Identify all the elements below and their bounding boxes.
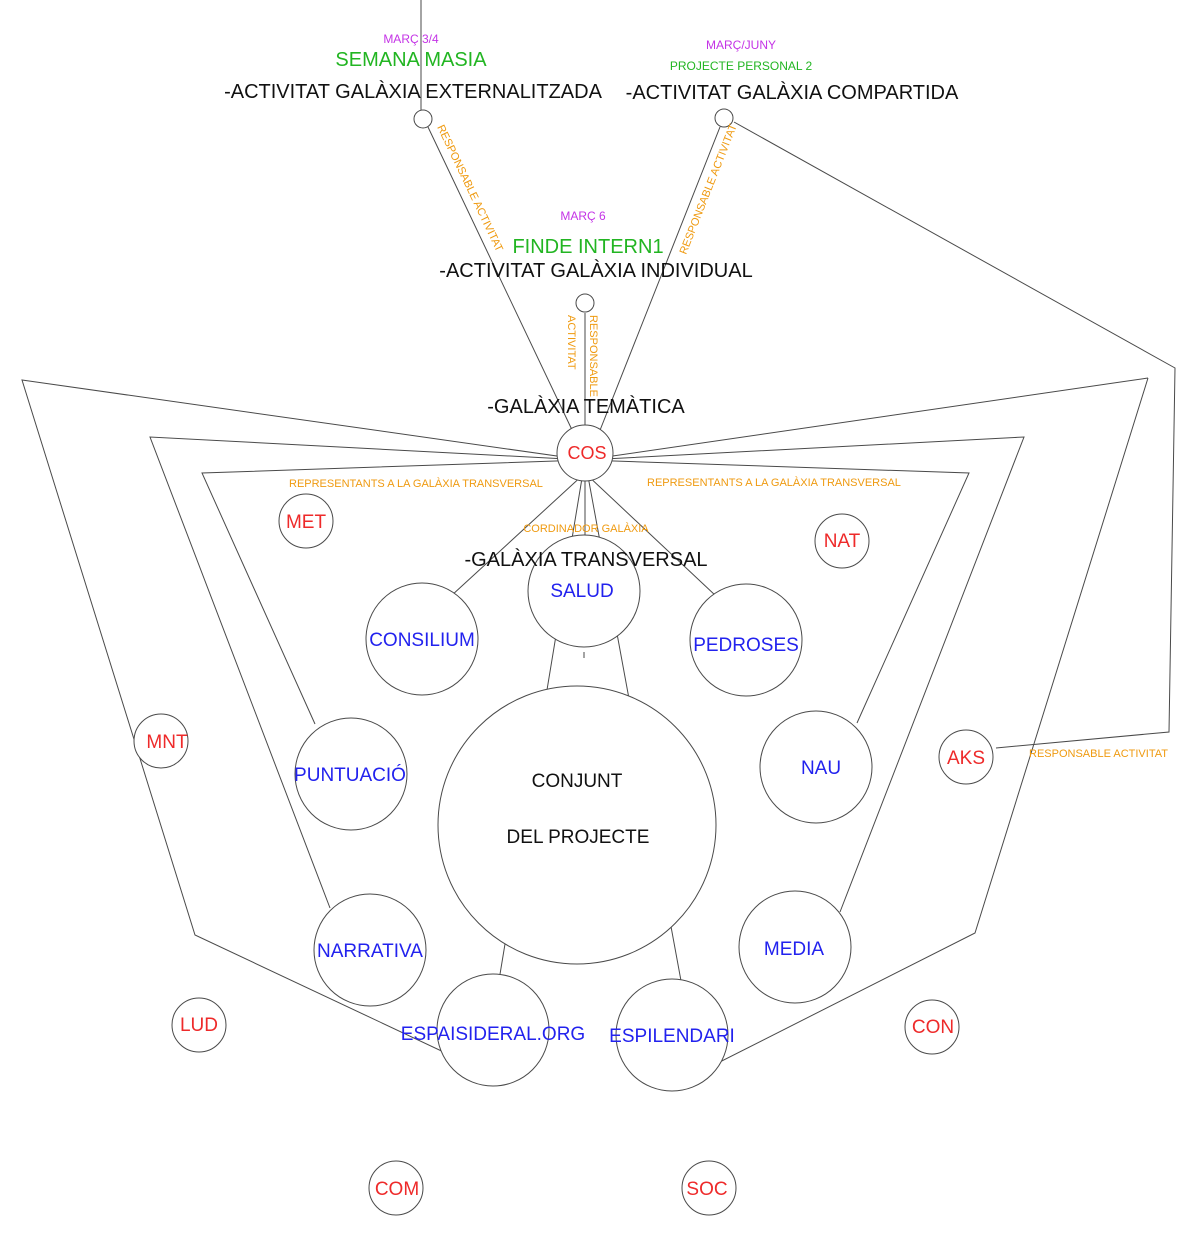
rep-left-label: REPRESENTANTS A LA GALÀXIA TRANSVERSAL	[289, 477, 543, 490]
espilendari-node	[615, 978, 729, 1092]
espaisideral-node	[436, 973, 550, 1087]
thematic-nodes: MET NAT MNT AKS LUD CON COM SOC	[133, 493, 994, 1216]
individual-node	[575, 293, 595, 313]
middle-frame-left	[149, 436, 586, 909]
individual-event: FINDE INTERN1	[512, 236, 663, 258]
individual-date: MARÇ 6	[560, 209, 606, 223]
com-label: COM	[375, 1179, 419, 1200]
compartida-date: MARÇ/JUNY	[706, 38, 776, 52]
com-node	[368, 1160, 424, 1216]
tematica-title: -GALÀXIA TEMÀTICA	[487, 395, 685, 418]
galaxia-tematica: -GALÀXIA TEMÀTICA COS REPRESENTANTS A LA…	[289, 395, 1168, 760]
pedroses-label: PEDROSES	[693, 635, 799, 656]
externalitzada-title: -ACTIVITAT GALÀXIA EXTERNALITZADA	[224, 80, 603, 103]
cos-node	[556, 424, 614, 482]
link-compartida-cos	[590, 126, 721, 454]
mnt-node	[133, 713, 189, 769]
narrativa-node	[313, 893, 427, 1007]
lud-label: LUD	[180, 1015, 218, 1036]
espilendari-label: ESPILENDARI	[609, 1026, 735, 1047]
compartida-title: -ACTIVITAT GALÀXIA COMPARTIDA	[626, 81, 959, 104]
con-node	[904, 999, 960, 1055]
pedroses-node	[689, 583, 803, 697]
externalitzada-node	[413, 109, 433, 129]
individual-relation-line2: ACTIVITAT	[565, 315, 577, 370]
narrativa-label: NARRATIVA	[317, 941, 423, 962]
soc-node	[681, 1160, 737, 1216]
conjunt-node	[437, 685, 717, 965]
externalitzada-date: MARÇ 3/4	[383, 32, 439, 46]
espaisideral-label: ESPAISIDERAL.ORG	[401, 1024, 585, 1045]
nat-node	[814, 513, 870, 569]
link-externalitzada-cos	[427, 126, 584, 454]
nau-label: NAU	[801, 758, 841, 779]
coordinator-label: CORDINADOR GALÀXIA	[523, 522, 649, 535]
transversal-title: -GALÀXIA TRANSVERSAL	[464, 548, 707, 571]
media-label: MEDIA	[764, 939, 825, 960]
link-cos-consilium	[450, 472, 586, 597]
soc-label: SOC	[686, 1179, 727, 1200]
met-label: MET	[286, 512, 327, 533]
aks-relation-label: RESPONSABLE ACTIVITAT	[1029, 748, 1168, 760]
galaxia-transversal: -GALÀXIA TRANSVERSAL SALUD CONSILIUM PED…	[294, 534, 873, 1092]
individual-title: -ACTIVITAT GALÀXIA INDIVIDUAL	[439, 259, 752, 282]
compartida-relation: RESPONSABLE ACTIVITAT	[678, 122, 740, 256]
individual-relation-line1: RESPONSABLE	[587, 315, 599, 397]
activity-externalitzada: MARÇ 3/4 SEMANA MASIA -ACTIVITAT GALÀXIA…	[224, 32, 603, 254]
aks-node	[938, 729, 994, 785]
externalitzada-event: SEMANA MASIA	[335, 49, 487, 71]
compartida-event: PROJECTE PERSONAL 2	[670, 59, 813, 73]
mnt-label: MNT	[146, 732, 188, 753]
consilium-label: CONSILIUM	[369, 630, 475, 651]
connector-lines	[21, 0, 1176, 1074]
con-label: CON	[912, 1017, 954, 1038]
salud-node	[527, 534, 641, 648]
rep-right-label: REPRESENTANTS A LA GALÀXIA TRANSVERSAL	[647, 476, 901, 489]
conjunt-label-line2: DEL PROJECTE	[507, 827, 650, 848]
puntuacio-label: PUNTUACIÓ	[294, 764, 406, 786]
salud-label: SALUD	[550, 581, 613, 602]
consilium-node	[365, 582, 479, 696]
media-node	[738, 890, 852, 1004]
middle-frame-right	[584, 436, 1025, 913]
link-cos-pedroses	[584, 472, 717, 597]
activity-compartida: MARÇ/JUNY PROJECTE PERSONAL 2 -ACTIVITAT…	[626, 38, 959, 256]
inner-frame-right	[584, 459, 970, 724]
nau-node	[759, 710, 873, 824]
inner-frame-left	[201, 459, 586, 725]
cos-label: COS	[567, 443, 606, 463]
link-compartida-aks	[733, 121, 1176, 749]
aks-label: AKS	[947, 748, 985, 769]
externalitzada-relation: RESPONSABLE ACTIVITAT	[434, 123, 505, 254]
puntuacio-node	[294, 717, 408, 831]
nat-label: NAT	[824, 531, 861, 552]
compartida-node	[714, 108, 734, 128]
conjunt-label-line1: CONJUNT	[532, 771, 623, 792]
activity-individual: MARÇ 6 FINDE INTERN1 -ACTIVITAT GALÀXIA …	[439, 209, 752, 397]
lud-node	[171, 997, 227, 1053]
met-node	[278, 493, 334, 549]
